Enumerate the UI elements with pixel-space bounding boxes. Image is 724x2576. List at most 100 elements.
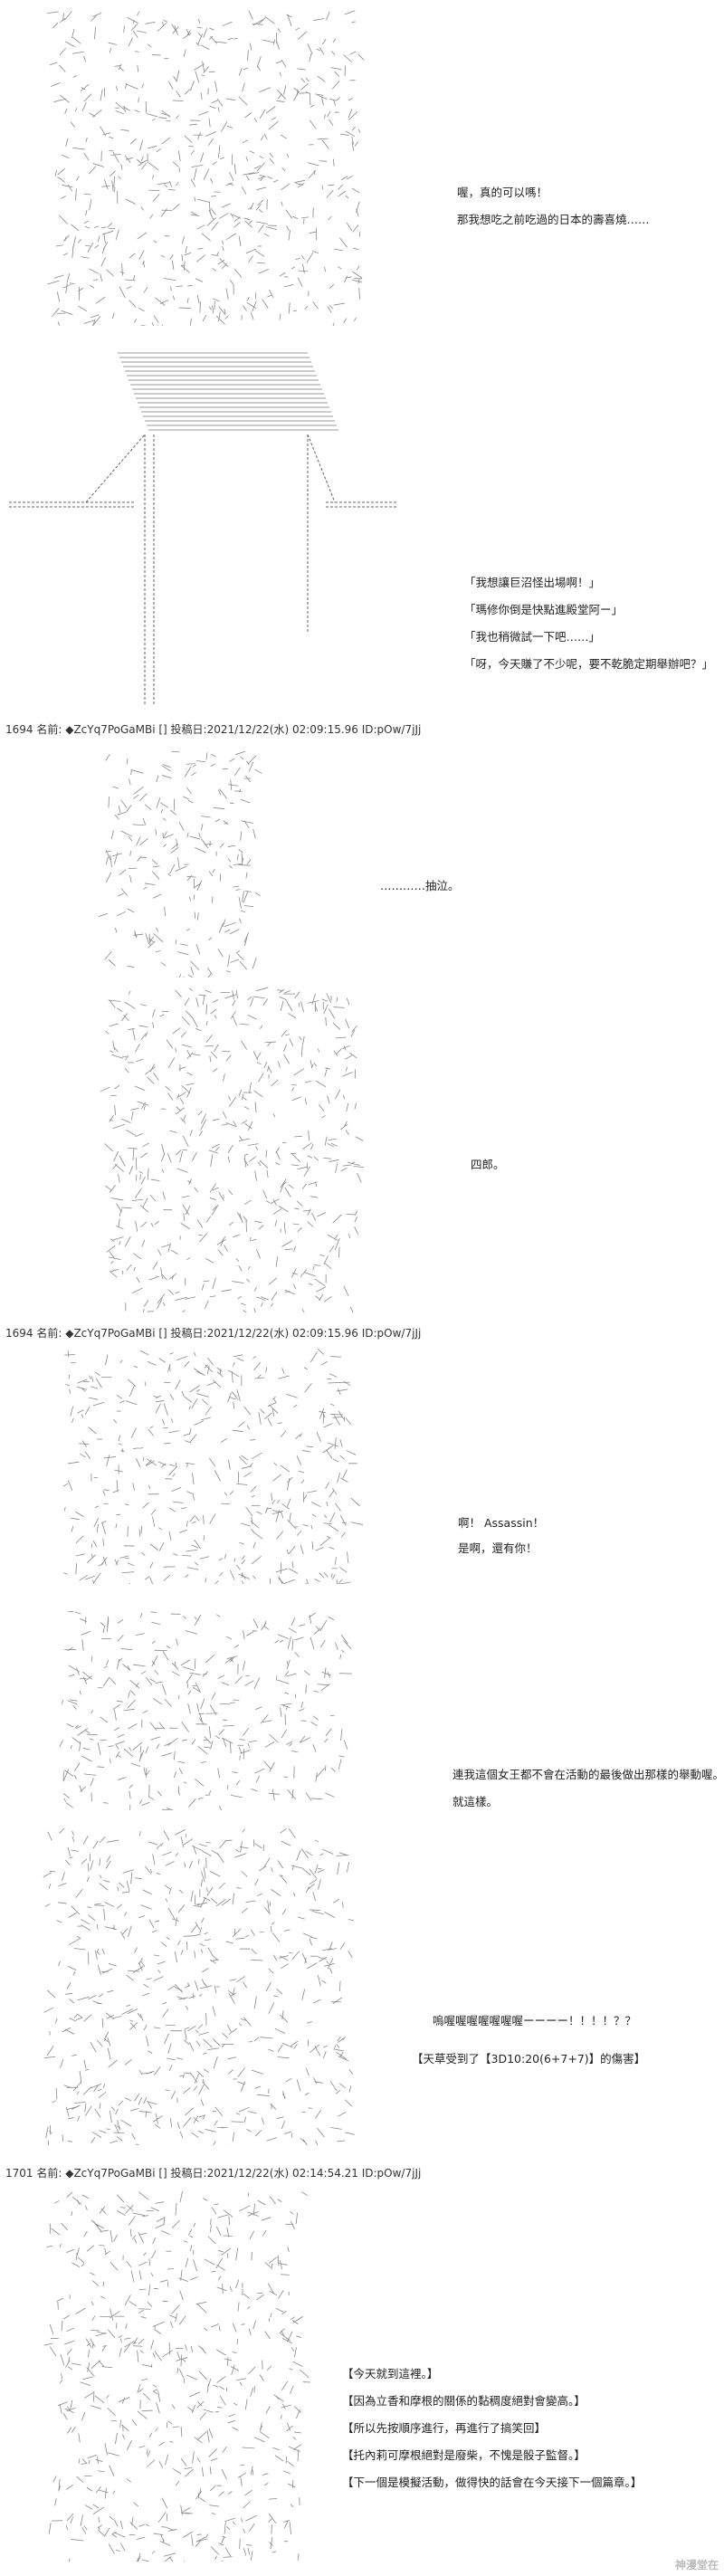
aa-stroke: [147, 2450, 151, 2457]
aa-stroke: [283, 1929, 291, 1932]
aa-stroke: [195, 1370, 205, 1377]
aa-stroke: [247, 2547, 251, 2555]
aa-stroke: [97, 2088, 102, 2092]
aa-stroke: [232, 1429, 243, 1433]
aa-stroke: [205, 2533, 209, 2539]
aa-stroke: [337, 2140, 346, 2142]
aa-stroke: [262, 1189, 267, 1199]
aa-stroke: [300, 2137, 306, 2143]
aa-stroke: [234, 1853, 247, 1858]
aa-stroke: [210, 2141, 216, 2150]
aa-stroke: [209, 1055, 212, 1063]
aa-stroke: [104, 2527, 110, 2537]
aa-stroke: [71, 2211, 73, 2217]
aa-stroke: [328, 215, 332, 221]
aa-stroke: [266, 2137, 278, 2142]
aa-stroke: [197, 2401, 203, 2407]
aa-stroke: [118, 892, 125, 897]
aa-stroke: [300, 2191, 308, 2197]
aa-stroke: [162, 1650, 169, 1661]
aa-stroke: [356, 208, 359, 217]
aa-stroke: [142, 2215, 148, 2217]
aa-stroke: [214, 1985, 217, 1993]
aa-stroke: [72, 1705, 77, 1710]
aa-stroke: [70, 1406, 74, 1417]
aa-stroke: [124, 2337, 131, 2340]
aa-stroke: [319, 1853, 324, 1856]
aa-stroke: [182, 2531, 194, 2538]
aa-stroke: [124, 155, 131, 164]
aa-stroke: [263, 1857, 271, 1868]
aa-stroke: [169, 863, 176, 874]
aa-stroke: [188, 896, 191, 902]
aa-stroke: [137, 30, 148, 33]
aa-stroke: [153, 315, 159, 323]
aa-stroke: [166, 1039, 174, 1049]
aa-stroke: [84, 2392, 94, 2399]
aa-stroke: [238, 2106, 250, 2113]
aa-stroke: [269, 1733, 279, 1743]
aa-stroke: [205, 1020, 208, 1026]
aa-stroke: [225, 98, 236, 101]
aa-stroke: [223, 1073, 225, 1082]
aa-illustration-boy-eating: [18, 9, 398, 335]
aa-stroke: [65, 1383, 71, 1387]
aa-stroke: [282, 1704, 291, 1708]
aa-stroke: [242, 1093, 244, 1101]
aa-stroke: [230, 1795, 243, 1798]
aa-stroke: [52, 308, 60, 317]
aa-stroke: [168, 2065, 173, 2071]
aa-stroke: [297, 1226, 302, 1233]
aa-stroke: [149, 1722, 157, 1731]
aa-stroke: [146, 1770, 150, 1776]
aa-stroke: [113, 852, 119, 864]
aa-stroke: [227, 844, 236, 847]
aa-stroke: [252, 2320, 256, 2330]
aa-stroke: [132, 2342, 138, 2344]
aa-stroke: [153, 1072, 159, 1081]
aa-stroke: [164, 184, 168, 188]
aa-stroke: [297, 2552, 300, 2561]
aa-stroke: [325, 1016, 327, 1026]
aa-stroke: [66, 1723, 74, 1728]
aa-stroke: [121, 2397, 126, 2404]
aa-stroke: [344, 2099, 353, 2107]
aa-stroke: [195, 2538, 208, 2543]
aa-stroke: [131, 2516, 134, 2525]
aa-stroke: [187, 2025, 196, 2032]
aa-stroke: [272, 179, 279, 183]
aa-stroke: [338, 2037, 344, 2043]
aa-stroke: [71, 1744, 72, 1750]
aa-stroke: [81, 1388, 86, 1392]
aa-stroke: [258, 1225, 264, 1230]
aa-stroke: [115, 1741, 125, 1745]
aa-stroke: [92, 315, 101, 327]
aa-stroke: [59, 1740, 63, 1748]
aa-stroke: [176, 1356, 188, 1360]
aa-stroke: [103, 233, 106, 244]
aa-stroke: [86, 2367, 95, 2377]
aa-stroke: [230, 213, 234, 218]
aa-stroke: [147, 146, 157, 149]
aa-stroke: [212, 1143, 220, 1149]
aa-stroke: [209, 1870, 221, 1877]
aa-stroke: [195, 847, 206, 854]
aa-stroke: [336, 97, 341, 101]
aa-stroke: [134, 110, 140, 113]
aa-stroke: [351, 1025, 357, 1033]
aa-stroke: [116, 1903, 123, 1909]
aa-stroke: [288, 1013, 297, 1019]
aa-stroke: [201, 1879, 203, 1887]
aa-stroke: [290, 2385, 294, 2394]
aa-stroke: [215, 315, 225, 325]
aa-stroke: [222, 21, 233, 27]
aa-stroke: [223, 1725, 234, 1727]
aa-stroke: [186, 1567, 199, 1570]
aa-stroke: [151, 1655, 158, 1667]
aa-stroke: [115, 2432, 118, 2445]
aa-stroke: [316, 1768, 325, 1778]
aa-stroke: [165, 2454, 169, 2466]
aa-stroke: [161, 1169, 165, 1173]
aa-stroke: [161, 765, 171, 772]
aa-stroke: [203, 168, 210, 180]
